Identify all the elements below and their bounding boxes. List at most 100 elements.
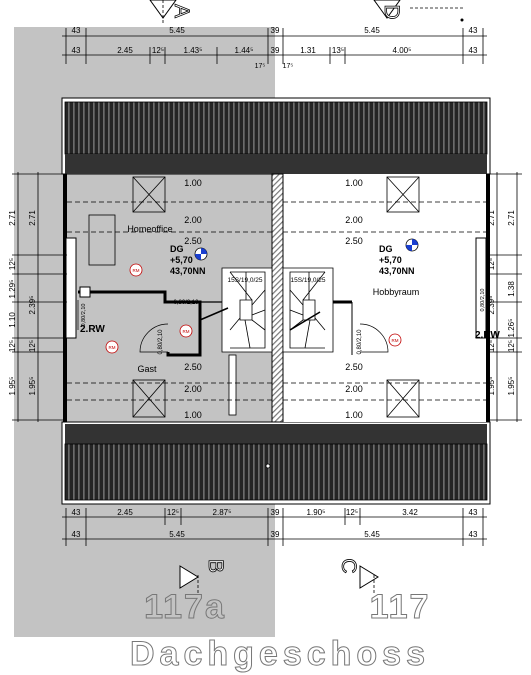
svg-text:+5,70: +5,70 — [170, 255, 193, 265]
dim-right-inner-2: 12⁵ — [487, 258, 496, 270]
dim-left-inner-1: 2.71 — [28, 210, 37, 226]
dim-top-8: 12⁵ — [152, 46, 164, 55]
dim-top-11: 39 — [271, 46, 280, 55]
dim-top-3: 39 — [271, 26, 280, 35]
unit-label-left: 117a — [144, 588, 226, 626]
level-marker-left: DG +5,70 43,70NN — [170, 244, 206, 276]
stairs-label-left: 15S/19,0/25 — [227, 277, 262, 284]
svg-text:+5,70: +5,70 — [379, 255, 402, 265]
floor-title: Dachgeschoss — [130, 635, 430, 673]
dim-top-6: 43 — [72, 46, 81, 55]
level-marker-right: DG +5,70 43,70NN — [379, 244, 415, 276]
bottom-dimensions — [62, 508, 487, 546]
svg-text:RM: RM — [183, 329, 190, 334]
room-label-hobbyraum: Hobbyraum — [373, 287, 420, 297]
stairs-label-right: 15S/19,0/25 — [290, 277, 325, 284]
dim-bottom-2: 2.45 — [117, 508, 133, 517]
dim-bottom-10: 43 — [72, 530, 81, 539]
dim-top-15: 43 — [469, 46, 478, 55]
dim-left-inner-4: 1.95⁵ — [28, 377, 37, 396]
dim-right-inner-4: 1.26⁵ — [507, 319, 516, 338]
wall-label-left: 2.RW — [80, 324, 105, 335]
height-right-2: 2.00 — [345, 215, 363, 225]
dim-top-14: 4.00⁵ — [393, 46, 412, 55]
dim-top-16: 17⁵ — [255, 63, 266, 70]
top-dimensions — [62, 28, 487, 64]
dim-right-outer-2: 2.39⁵ — [487, 296, 496, 315]
svg-text:RM: RM — [109, 345, 116, 350]
height-right-4: 2.50 — [345, 362, 363, 372]
svg-text:DG: DG — [170, 244, 184, 254]
height-left-6: 1.00 — [184, 410, 202, 420]
height-right-1: 1.00 — [345, 178, 363, 188]
smoke-detectors: RM RM RM RM — [105, 263, 402, 354]
dim-top-17: 17⁵ — [283, 63, 294, 70]
height-left-3: 2.50 — [184, 236, 202, 246]
dim-bottom-8: 3.42 — [402, 508, 418, 517]
dim-left-outer-4: 1.10 — [8, 312, 17, 328]
dim-bottom-11: 5.45 — [169, 530, 185, 539]
svg-text:D: D — [380, 4, 403, 19]
ceiling-lines — [67, 201, 486, 401]
wall-label-right: 2.RW — [475, 330, 500, 341]
dim-bottom-5: 39 — [271, 508, 280, 517]
dim-bottom-13: 5.45 — [364, 530, 380, 539]
svg-text:43,70NN: 43,70NN — [170, 266, 206, 276]
section-marker-d: D — [373, 0, 403, 20]
door-label-small-left: 0,80/2,10 — [81, 304, 87, 327]
svg-text:RM: RM — [392, 338, 399, 343]
height-right-6: 1.00 — [345, 410, 363, 420]
height-right-5: 2.00 — [345, 384, 363, 394]
dim-right-outer-1: 2.71 — [507, 210, 516, 226]
door-label-top: 0,80/2,10 — [173, 300, 199, 306]
door-label-right: 0,80/2,10 — [357, 329, 363, 355]
door-label-small-right: 0,80/2,10 — [480, 289, 486, 312]
unit-label-right: 117 — [370, 588, 431, 626]
dim-left-outer-3: 1.29⁵ — [8, 280, 17, 299]
dim-right-inner-1: 2.71 — [487, 210, 496, 226]
room-label-gast: Gast — [137, 364, 157, 374]
dim-top-7: 2.45 — [117, 46, 133, 55]
dim-right-outer-3: 12⁵ — [507, 340, 516, 352]
dim-left-outer-1: 2.71 — [8, 210, 17, 226]
dim-left-outer-5: 12⁵ — [8, 340, 17, 352]
svg-text:RM: RM — [133, 268, 140, 273]
roof-top-eave — [65, 154, 487, 174]
room-label-homeoffice: Homeoffice — [127, 224, 172, 234]
dim-top-13: 13⁵ — [332, 46, 344, 55]
height-left-2: 2.00 — [184, 215, 202, 225]
dim-top-12: 1.31 — [300, 46, 316, 55]
dim-right-inner-6: 1.95⁵ — [487, 377, 496, 396]
dim-bottom-4: 2.87⁵ — [213, 508, 232, 517]
dim-left-inner-3: 12⁵ — [28, 340, 37, 352]
level-marker-icon-right — [405, 238, 419, 252]
dim-right-inner-3: 1.38 — [507, 281, 516, 297]
stairs-right — [282, 267, 334, 353]
dim-left-outer-2: 12⁵ — [8, 258, 17, 270]
dim-left-inner-2: 2.39⁵ — [28, 296, 37, 315]
roof-top — [64, 101, 488, 155]
svg-text:43,70NN: 43,70NN — [379, 266, 415, 276]
section-marker-c: C — [337, 558, 379, 589]
dim-bottom-12: 39 — [271, 530, 280, 539]
dim-left-outer-6: 1.95⁵ — [8, 377, 17, 396]
dim-top-5: 43 — [469, 26, 478, 35]
svg-text:DG: DG — [379, 244, 393, 254]
height-left-4: 2.50 — [184, 362, 202, 372]
section-marker-b: B — [179, 559, 227, 589]
dim-right-inner-5: 12⁵ — [487, 340, 496, 352]
section-marker-a: A — [149, 0, 193, 19]
dim-top-2: 5.45 — [169, 26, 185, 35]
svg-text:A: A — [170, 4, 193, 18]
dim-right-outer-4: 1.95⁵ — [507, 377, 516, 396]
height-left-5: 2.00 — [184, 384, 202, 394]
roof-bottom-eave — [65, 424, 487, 444]
side-dimension-lines — [12, 172, 522, 422]
dim-bottom-7: 12⁵ — [346, 508, 358, 517]
level-marker-icon-left — [194, 247, 208, 261]
dim-bottom-14: 43 — [469, 530, 478, 539]
svg-text:B: B — [204, 559, 227, 573]
dim-bottom-3: 12⁵ — [167, 508, 179, 517]
dim-top-1: 43 — [72, 26, 81, 35]
